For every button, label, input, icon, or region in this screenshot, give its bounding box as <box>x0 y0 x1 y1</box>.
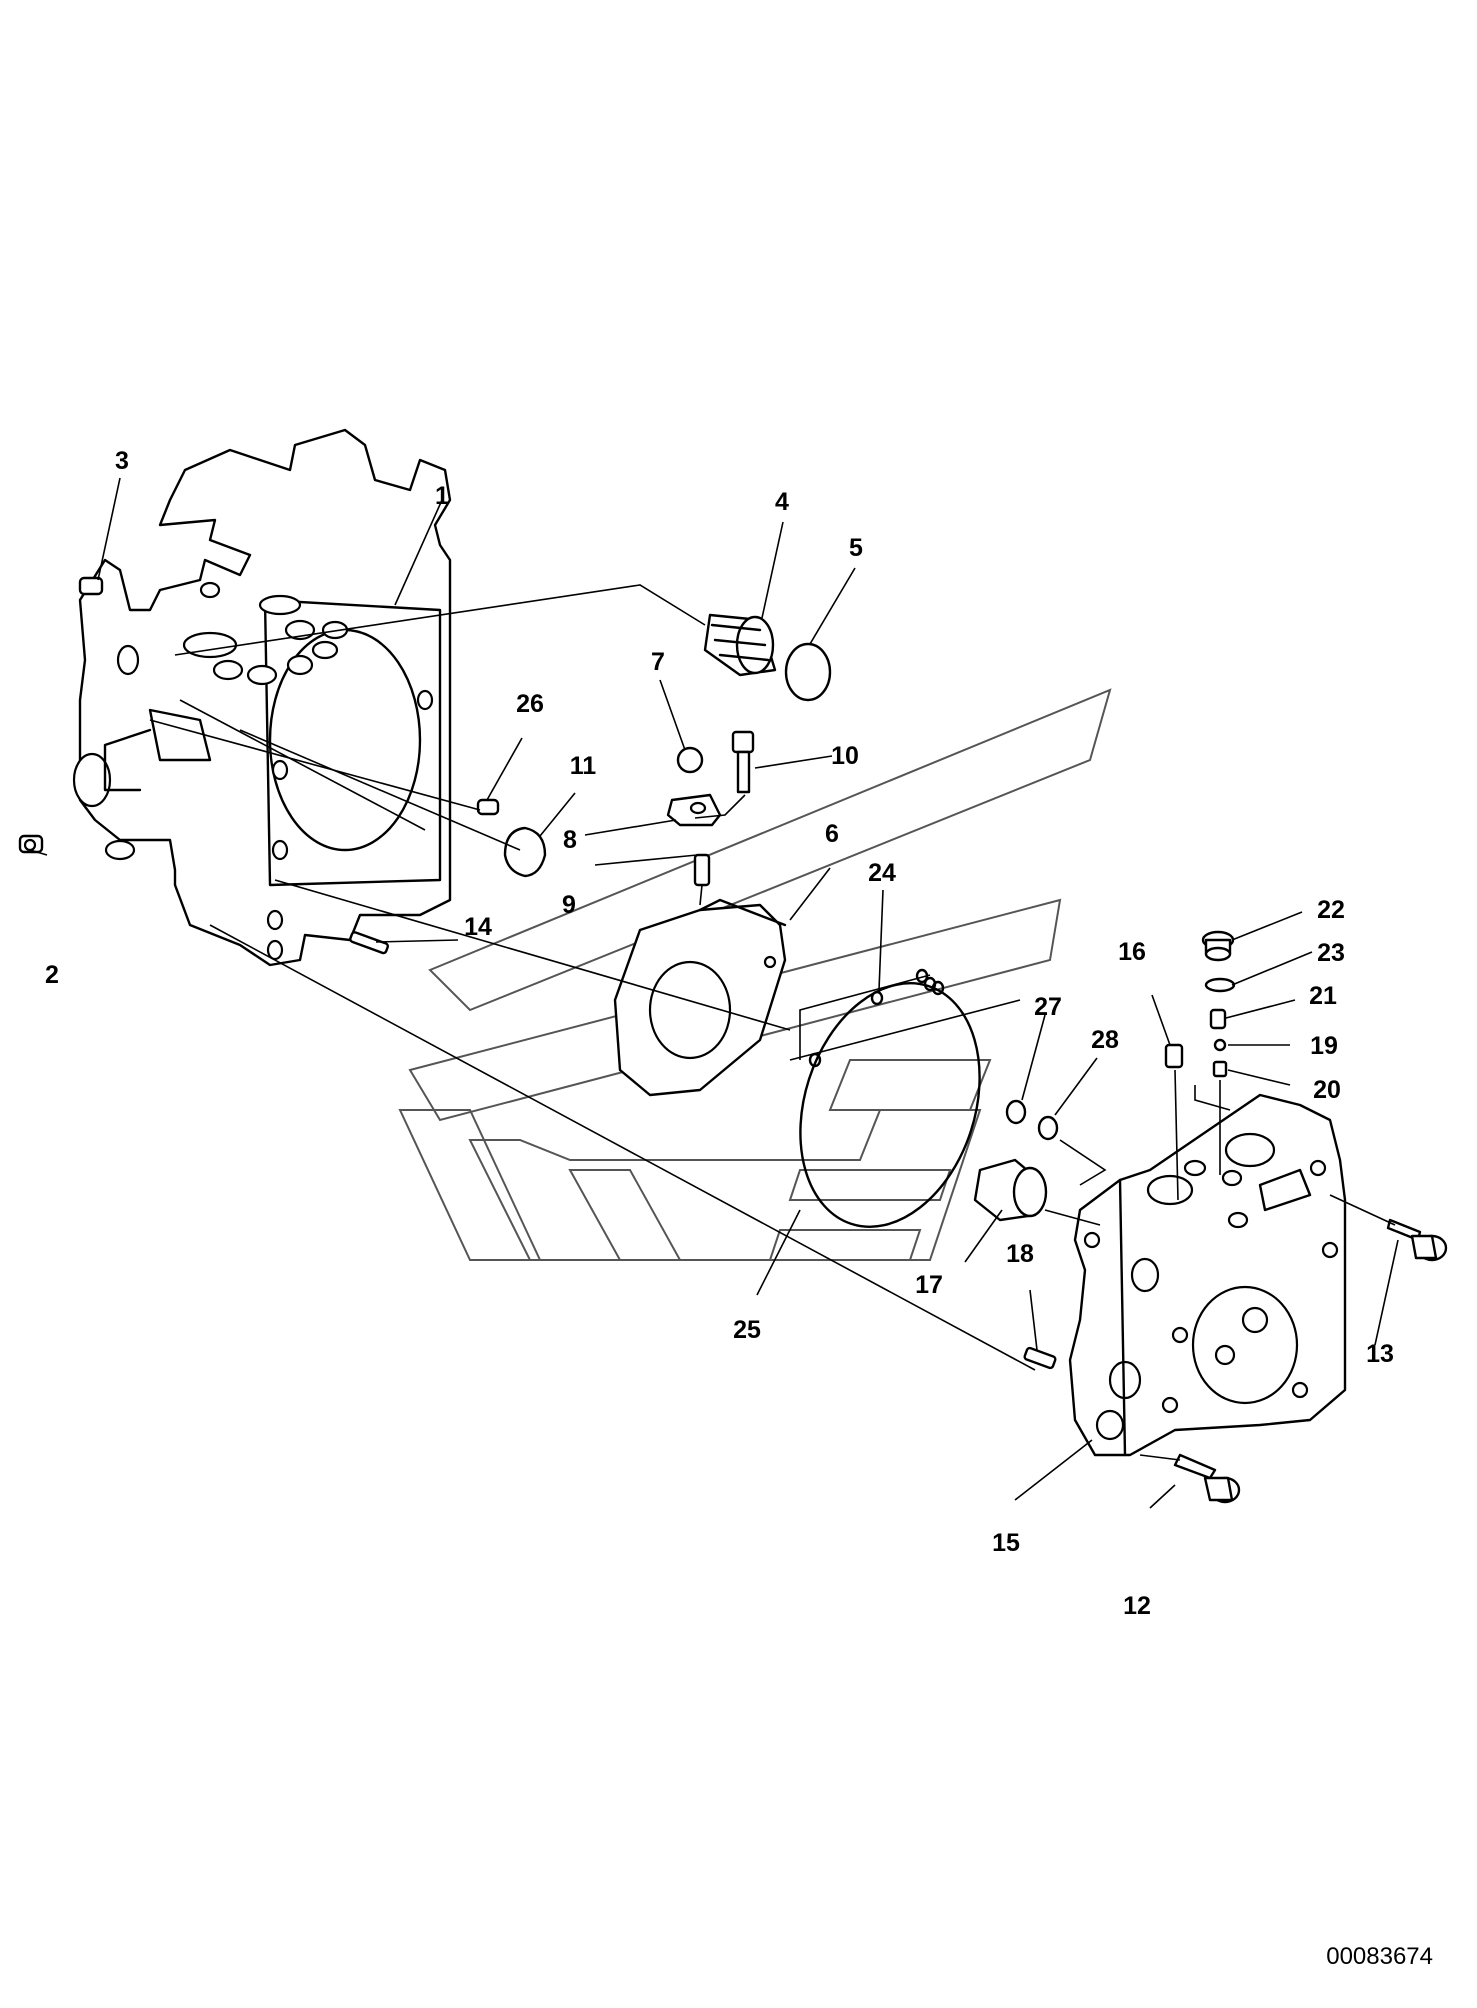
callout-21: 21 <box>1309 982 1337 1010</box>
callout-6: 6 <box>825 820 839 848</box>
sleeve-part-4 <box>703 613 777 677</box>
oring-part-23 <box>1204 977 1236 993</box>
plug-part-26 <box>476 798 500 816</box>
plug-part-3 <box>78 576 104 596</box>
callout-17: 17 <box>915 1271 943 1299</box>
plug-part-21 <box>1209 1008 1227 1030</box>
bushing-part-17 <box>973 1158 1048 1222</box>
ball-part-7 <box>676 746 704 774</box>
part-20 <box>1212 1060 1228 1078</box>
callout-leaders <box>29 477 1399 1509</box>
callout-26: 26 <box>516 690 544 718</box>
bolt-part-12 <box>1173 1453 1241 1504</box>
plug-part-16 <box>1164 1043 1184 1069</box>
callout-10: 10 <box>831 742 859 770</box>
callout-1: 1 <box>435 482 449 510</box>
pin-part-18 <box>1023 1346 1057 1370</box>
callout-25: 25 <box>733 1316 761 1344</box>
callout-12: 12 <box>1123 1592 1151 1620</box>
end-cover-part-15 <box>1068 1093 1347 1457</box>
callout-2: 2 <box>45 961 59 989</box>
callout-4: 4 <box>775 488 789 516</box>
document-number: 00083674 <box>1326 1943 1433 1970</box>
callout-7: 7 <box>651 648 665 676</box>
bolt-part-13 <box>1386 1218 1448 1262</box>
callout-14: 14 <box>464 913 492 941</box>
assembly-lines <box>149 584 1396 1461</box>
callout-18: 18 <box>1006 1240 1034 1268</box>
housing-part-1 <box>72 428 452 967</box>
callout-3: 3 <box>115 447 129 475</box>
callout-8: 8 <box>563 826 577 854</box>
pin-part-9 <box>693 853 711 887</box>
callout-23: 23 <box>1317 939 1345 967</box>
ball-part-19 <box>1213 1038 1227 1052</box>
plug-part-2 <box>18 834 44 854</box>
callout-27: 27 <box>1034 993 1062 1021</box>
callout-16: 16 <box>1118 938 1146 966</box>
callout-labels: 1 2 3 4 5 6 7 8 9 10 11 12 13 14 15 16 1… <box>45 447 1394 1620</box>
callout-15: 15 <box>992 1529 1020 1557</box>
watermark-logo <box>398 688 1112 1261</box>
callout-20: 20 <box>1313 1076 1341 1104</box>
plug-part-22 <box>1201 930 1235 962</box>
callout-22: 22 <box>1317 896 1345 924</box>
bolt-part-10 <box>731 730 755 794</box>
callout-19: 19 <box>1310 1032 1338 1060</box>
oring-part-27 <box>1005 1099 1027 1125</box>
callout-24: 24 <box>868 859 896 887</box>
pin-part-14 <box>349 931 389 955</box>
ring-part-28 <box>1037 1115 1059 1141</box>
callout-28: 28 <box>1091 1026 1119 1054</box>
cover-part-6 <box>613 898 787 1097</box>
callout-13: 13 <box>1366 1340 1394 1368</box>
piston-part-11 <box>503 826 547 878</box>
callout-11: 11 <box>570 752 597 780</box>
callout-5: 5 <box>849 534 863 562</box>
oring-part-25 <box>799 982 981 1228</box>
callout-9: 9 <box>562 891 576 919</box>
ring-part-5 <box>784 642 832 702</box>
